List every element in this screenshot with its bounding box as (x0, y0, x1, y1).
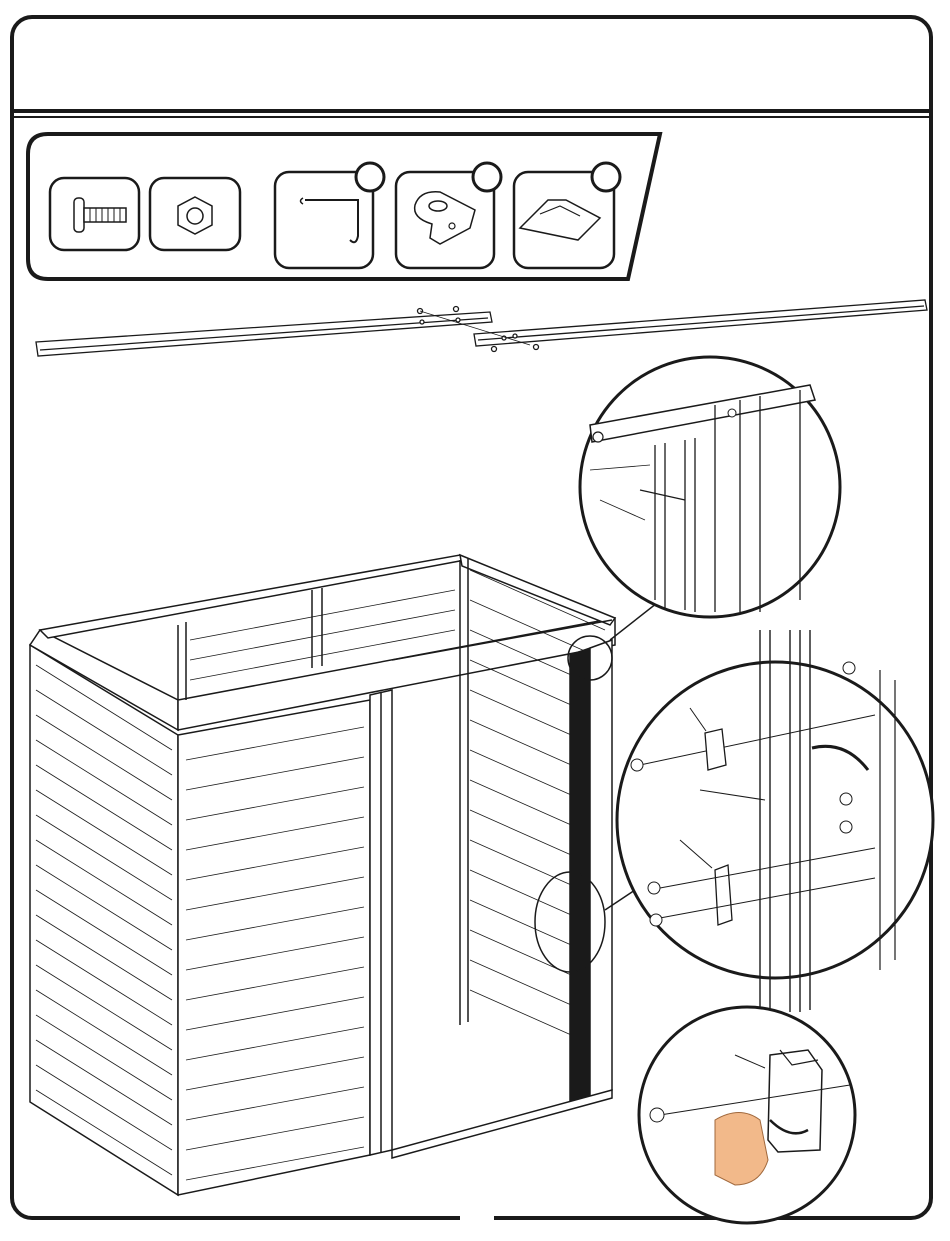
shed-right-frame (392, 620, 612, 1158)
detail-middle (617, 630, 933, 1012)
top-rail-right (420, 300, 927, 352)
top-rail-left (36, 307, 492, 357)
part-callout-bracket (473, 163, 501, 191)
part-callout-clip (592, 163, 620, 191)
detail-top (580, 357, 840, 617)
detail-bottom (639, 1007, 855, 1223)
shed-left-side (30, 645, 178, 1195)
part-callout-hook (356, 163, 384, 191)
shed-front-wall (178, 700, 370, 1195)
shed-door-post (370, 690, 392, 1155)
